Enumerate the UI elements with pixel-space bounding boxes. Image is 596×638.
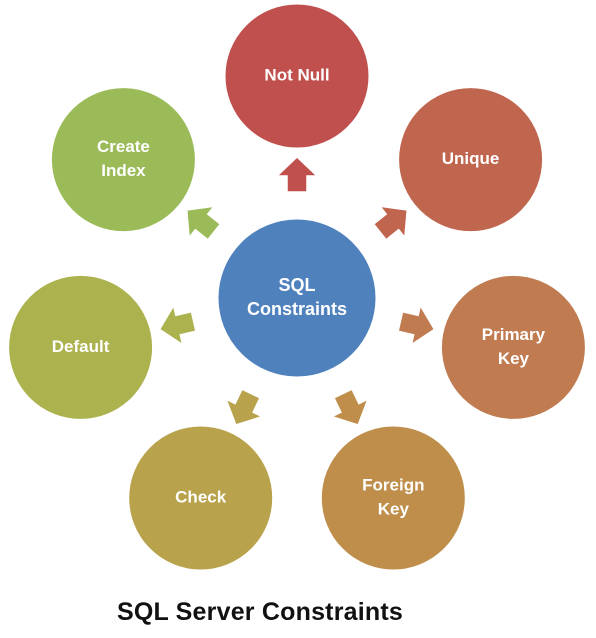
arrow-shape xyxy=(397,303,436,347)
arrow-shape xyxy=(185,205,222,241)
arrow-shape xyxy=(372,205,409,241)
constraints-diagram: Not NullUniquePrimaryKeyForeignKeyCheckD… xyxy=(6,1,588,573)
node-circle xyxy=(222,1,372,151)
center-label: SQL xyxy=(278,275,315,295)
node-label: Primary xyxy=(482,325,546,344)
arrow-to-not-null xyxy=(275,155,319,193)
arrow-to-check xyxy=(224,388,265,426)
node-not-null: Not Null xyxy=(222,1,372,151)
node-label: Index xyxy=(101,161,146,180)
arrow-to-create-index xyxy=(185,205,222,241)
page-title: SQL Server Constraints xyxy=(117,598,403,626)
node-circle xyxy=(48,85,198,235)
node-circle xyxy=(6,272,156,422)
arrow-shape xyxy=(224,388,265,426)
node-circle xyxy=(126,423,276,573)
arrow-to-foreign-key xyxy=(329,388,370,426)
node-default: Default xyxy=(6,272,156,422)
nodes-layer: Not NullUniquePrimaryKeyForeignKeyCheckD… xyxy=(6,1,588,573)
arrow-shape xyxy=(275,155,319,193)
node-label: Default xyxy=(52,337,110,356)
arrow-shape xyxy=(158,303,197,347)
node-label: Foreign xyxy=(362,475,424,494)
node-label: Key xyxy=(498,349,530,368)
node-check: Check xyxy=(126,423,276,573)
node-label: Create xyxy=(97,137,150,156)
node-unique: Unique xyxy=(396,85,546,235)
center-label: Constraints xyxy=(247,299,347,319)
arrow-to-unique xyxy=(372,205,409,241)
node-label: Not Null xyxy=(264,65,329,84)
arrow-shape xyxy=(329,388,370,426)
center-node: SQL Constraints xyxy=(215,216,379,380)
node-circle xyxy=(318,423,468,573)
arrow-to-primary-key xyxy=(397,303,436,347)
center-circle xyxy=(215,216,379,380)
node-label: Key xyxy=(378,499,410,518)
arrows-layer xyxy=(158,155,436,426)
node-circle xyxy=(438,272,588,422)
node-circle xyxy=(396,85,546,235)
node-label: Unique xyxy=(442,149,500,168)
node-label: Check xyxy=(175,487,227,506)
arrow-to-default xyxy=(158,303,197,347)
